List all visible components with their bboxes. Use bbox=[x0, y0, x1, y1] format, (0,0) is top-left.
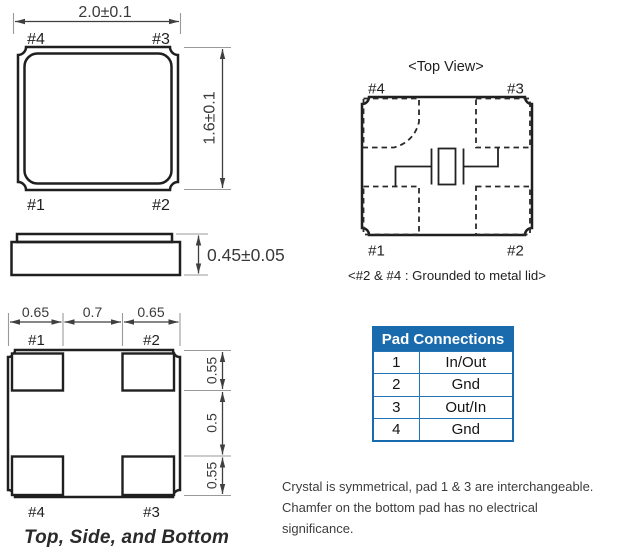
pad-connection-cell: Out/In bbox=[445, 398, 487, 416]
table-row: 4 Gnd bbox=[374, 417, 512, 440]
pad-label: #4 bbox=[27, 31, 45, 48]
width-dimension-text: 2.0±0.1 bbox=[78, 4, 131, 21]
extension-lines bbox=[176, 233, 208, 276]
hidden-pad bbox=[475, 97, 531, 149]
views-caption: Top, Side, and Bottom bbox=[24, 527, 230, 548]
pad-label: #4 bbox=[28, 504, 45, 521]
table-header: Pad Connections bbox=[374, 328, 512, 351]
v-dimension-text: 0.5 bbox=[204, 413, 220, 433]
pad-connection-cell: Gnd bbox=[451, 420, 480, 438]
pad-connections-table: Pad Connections 1 In/Out 2 Gnd 3 Out/In … bbox=[372, 326, 514, 442]
symmetry-note: Crystal is symmetrical, pad 1 & 3 are in… bbox=[282, 477, 624, 539]
package-outline bbox=[6, 348, 182, 499]
wire-to-pad1 bbox=[394, 165, 432, 187]
h-dimension-text: 0.65 bbox=[137, 304, 164, 320]
package-outline bbox=[16, 45, 180, 192]
package-bottom-view: 0.65 0.7 0.65 #1 #2 0.55 0.5 0.55 #4 #3 bbox=[6, 304, 231, 521]
pad-label: #2 bbox=[507, 243, 524, 260]
extension-lines bbox=[7, 313, 231, 497]
pad-label: #3 bbox=[143, 504, 160, 521]
package-side-view: 0.45±0.05 bbox=[10, 232, 285, 277]
solder-pad bbox=[121, 455, 176, 497]
package-outline bbox=[360, 95, 534, 237]
pad-connection-cell: Gnd bbox=[451, 376, 480, 394]
note-line: Crystal is symmetrical, pad 1 & 3 are in… bbox=[282, 479, 594, 494]
extension-lines bbox=[12, 13, 231, 191]
hidden-pad bbox=[475, 185, 531, 236]
v-dimension-text: 0.55 bbox=[204, 357, 220, 384]
pad-label: #2 bbox=[152, 197, 170, 214]
pad-label: #3 bbox=[152, 31, 170, 48]
pad-label: #1 bbox=[27, 197, 45, 214]
note-line: significance. bbox=[282, 520, 354, 536]
crystal-symbol bbox=[394, 147, 499, 187]
hidden-pad-chamfered bbox=[362, 97, 420, 149]
electrical-top-view: <Top View> #4 #3 #1 #2 <#2 & #4 : Ground… bbox=[348, 59, 546, 283]
top-view-title: <Top View> bbox=[408, 59, 484, 75]
v-dimension-text: 0.55 bbox=[204, 462, 220, 489]
thickness-dimension-text: 0.45±0.05 bbox=[207, 245, 285, 265]
pad-number-cell: 4 bbox=[374, 418, 420, 440]
solder-pad bbox=[121, 352, 176, 392]
table-row: 1 In/Out bbox=[374, 351, 512, 374]
h-dimension-text: 0.65 bbox=[22, 304, 49, 320]
note-line: Chamfer on the bottom pad has no electri… bbox=[282, 499, 538, 515]
table-row: 2 Gnd bbox=[374, 373, 512, 396]
solder-pad bbox=[10, 455, 65, 497]
wire-to-pad3 bbox=[463, 147, 499, 168]
ground-note: <#2 & #4 : Grounded to metal lid> bbox=[348, 268, 546, 283]
package-top-view: #4 #3 #1 #2 2.0±0.1 1.6±0.1 bbox=[12, 4, 231, 214]
pad-number-cell: 3 bbox=[374, 396, 420, 418]
pad-label: #3 bbox=[507, 81, 524, 98]
pad-label: #4 bbox=[368, 81, 385, 98]
pad-label: #1 bbox=[28, 332, 45, 349]
solder-pad bbox=[10, 352, 65, 392]
height-dimension-text: 1.6±0.1 bbox=[202, 91, 219, 144]
pad-label: #1 bbox=[368, 243, 385, 260]
pad-number-cell: 2 bbox=[374, 374, 420, 396]
package-lid-edge bbox=[23, 52, 173, 185]
pad-number-cell: 1 bbox=[374, 352, 420, 374]
pad-connection-cell: In/Out bbox=[445, 354, 487, 372]
h-dimension-text: 0.7 bbox=[83, 304, 103, 320]
hidden-pad bbox=[362, 185, 420, 236]
table-row: 3 Out/In bbox=[374, 395, 512, 418]
package-body bbox=[10, 240, 182, 277]
pad-label: #2 bbox=[143, 332, 160, 349]
package-lid bbox=[15, 232, 174, 244]
